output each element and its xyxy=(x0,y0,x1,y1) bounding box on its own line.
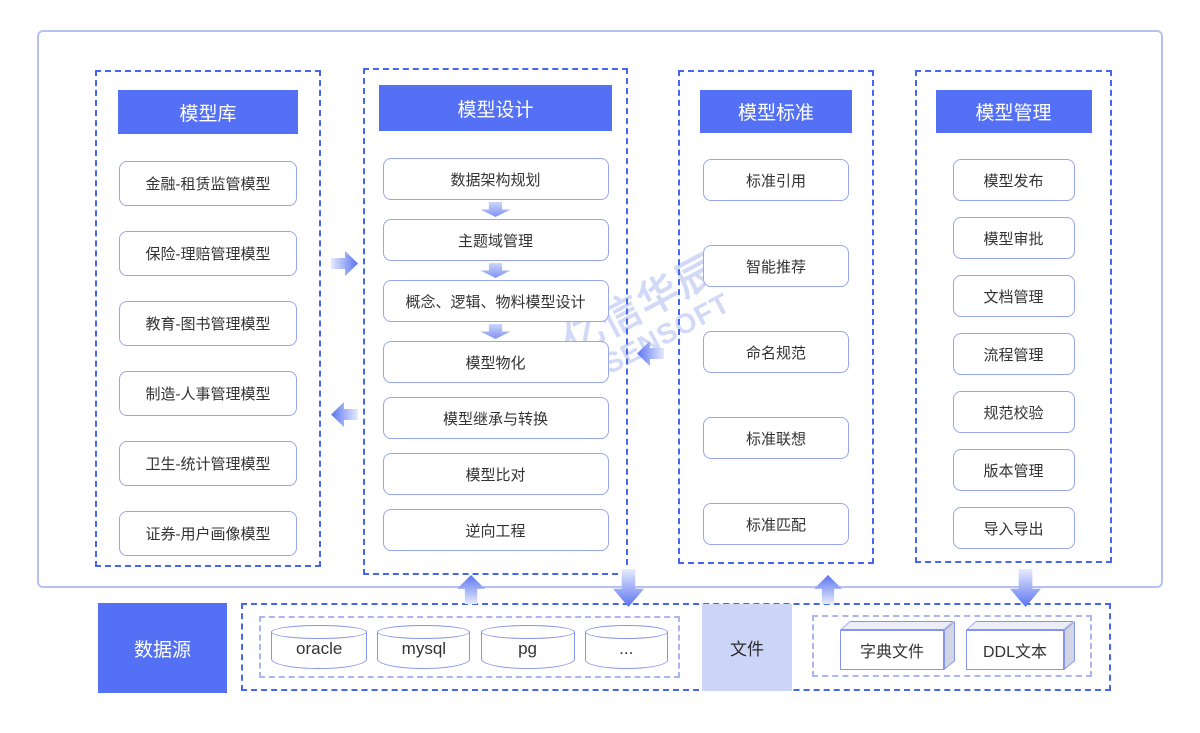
model-design-step: 逆向工程 xyxy=(382,509,609,551)
model-library-item: 教育-图书管理模型 xyxy=(119,301,297,346)
model-management-item: 版本管理 xyxy=(952,449,1075,491)
arrow-down-icon xyxy=(480,263,511,278)
model-design-step: 主题域管理 xyxy=(382,219,609,261)
sources-container xyxy=(241,603,1111,691)
database-label: oracle xyxy=(296,639,343,658)
ddl-text-box: DDL文本 xyxy=(966,620,1075,670)
cylinder-top xyxy=(377,625,471,639)
model-library-item: 证券-用户画像模型 xyxy=(119,511,297,556)
panel-model-library: 模型库 金融-租赁监管模型 保险-理赔管理模型 教育-图书管理模型 制造-人事管… xyxy=(95,70,321,567)
model-management-item: 流程管理 xyxy=(952,333,1075,375)
cylinder-top xyxy=(480,625,575,639)
cylinder-body xyxy=(271,632,368,669)
box3d-top-face xyxy=(840,620,954,630)
box3d-side-face xyxy=(1064,620,1075,670)
cylinder-top xyxy=(584,625,668,639)
panel-model-standard: 模型标准 标准引用 智能推荐 命名规范 标准联想 标准匹配 xyxy=(678,70,874,564)
database-cylinder-oracle: oracle xyxy=(271,625,368,669)
panel-model-management: 模型管理 模型发布 模型审批 文档管理 流程管理 规范校验 版本管理 导入导出 xyxy=(915,70,1112,563)
model-design-step: 模型继承与转换 xyxy=(382,397,609,439)
panel-model-standard-title: 模型标准 xyxy=(700,90,852,133)
model-library-item: 卫生-统计管理模型 xyxy=(119,441,297,486)
model-management-item: 导入导出 xyxy=(952,507,1075,549)
model-design-step: 模型物化 xyxy=(382,341,609,383)
database-cylinder-more: ... xyxy=(584,625,668,669)
box3d-side-face xyxy=(944,620,955,670)
model-management-item: 模型发布 xyxy=(952,159,1075,201)
model-library-item: 制造-人事管理模型 xyxy=(119,371,297,416)
model-standard-item: 标准引用 xyxy=(703,159,849,201)
panel-model-design-title: 模型设计 xyxy=(379,85,612,131)
databases-group: oracle mysql pg ... xyxy=(259,616,680,678)
cylinder-top xyxy=(271,625,368,639)
model-management-item: 规范校验 xyxy=(952,391,1075,433)
database-label: mysql xyxy=(401,639,447,658)
database-cylinder-pg: pg xyxy=(480,625,575,669)
model-library-item: 保险-理赔管理模型 xyxy=(119,231,297,276)
model-design-step: 数据架构规划 xyxy=(382,158,609,200)
model-management-item: 文档管理 xyxy=(952,275,1075,317)
box3d-top-face xyxy=(966,620,1074,630)
arrow-down-icon xyxy=(480,202,511,217)
model-standard-item: 命名规范 xyxy=(703,331,849,373)
arrow-down-icon xyxy=(480,324,511,339)
panel-model-design: 模型设计 数据架构规划 主题域管理 概念、逻辑、物料模型设计 模型物化 模型继承… xyxy=(363,68,628,575)
model-management-item: 模型审批 xyxy=(952,217,1075,259)
dict-file-box: 字典文件 xyxy=(840,620,955,670)
model-standard-item: 标准匹配 xyxy=(703,503,849,545)
file-types-group: 字典文件 DDL文本 xyxy=(812,615,1092,677)
model-design-step: 概念、逻辑、物料模型设计 xyxy=(382,280,609,322)
database-label: pg xyxy=(518,639,538,658)
panel-model-management-title: 模型管理 xyxy=(935,90,1092,133)
model-standard-item: 智能推荐 xyxy=(703,245,849,287)
database-label: ... xyxy=(619,639,634,658)
model-library-item: 金融-租赁监管模型 xyxy=(119,161,297,206)
file-type-label: DDL文本 xyxy=(966,629,1064,670)
model-standard-item: 标准联想 xyxy=(703,417,849,459)
database-cylinder-mysql: mysql xyxy=(377,625,471,669)
file-type-label: 字典文件 xyxy=(840,629,944,670)
panel-model-library-title: 模型库 xyxy=(118,90,298,134)
datasource-box: 数据源 xyxy=(98,603,227,693)
model-design-step: 模型比对 xyxy=(382,453,609,495)
file-box: 文件 xyxy=(702,604,792,691)
